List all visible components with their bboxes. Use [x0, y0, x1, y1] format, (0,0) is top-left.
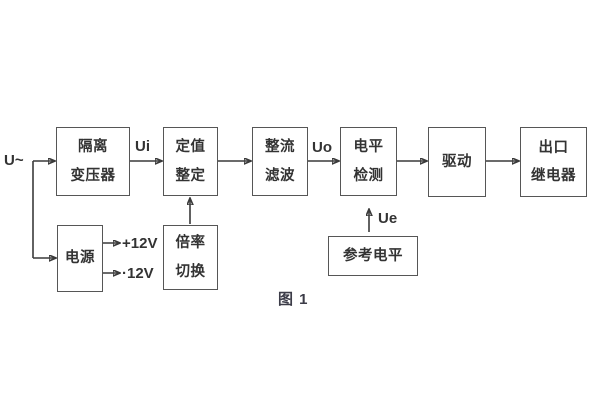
block-label-line: 切换	[175, 263, 206, 280]
label-plus-12v: +12V	[122, 235, 158, 252]
block-label-line: 驱动	[442, 153, 472, 170]
block-label-line: 整流	[265, 139, 295, 155]
block-label-line: 整定	[175, 167, 206, 184]
label-uo: Uo	[312, 139, 332, 156]
block-setpoint-setting: 定值 整定	[163, 127, 218, 196]
block-isolation-transformer: 隔离 变压器	[56, 127, 130, 196]
block-power-supply: 电源	[57, 225, 103, 292]
block-label-line: 变压器	[70, 167, 116, 184]
block-level-detection: 电平 检测	[340, 127, 397, 196]
block-label-line: 隔离	[78, 139, 108, 155]
block-label-line: 滤波	[265, 167, 295, 184]
block-label-line: 继电器	[531, 168, 576, 184]
block-rate-switch: 倍率 切换	[163, 225, 218, 290]
block-reference-level: 参考电平	[328, 236, 418, 276]
label-minus-12v: ·12V	[122, 265, 154, 282]
figure-caption: 图 1	[278, 291, 309, 308]
block-label-line: 定值	[175, 139, 206, 155]
label-ue: Ue	[378, 210, 398, 227]
block-label-line: 电平	[353, 139, 384, 155]
block-label-line: 检测	[353, 167, 384, 184]
block-rectifier-filter: 整流 滤波	[252, 127, 308, 196]
block-output-relay: 出口 继电器	[520, 127, 587, 197]
label-input-voltage: U~	[4, 152, 24, 169]
block-label-line: 出口	[538, 139, 569, 156]
label-ui: Ui	[135, 138, 150, 155]
block-drive: 驱动	[428, 127, 486, 197]
block-label-line: 倍率	[175, 235, 206, 251]
block-label-line: 参考电平	[343, 247, 403, 264]
block-label-line: 电源	[65, 250, 95, 267]
